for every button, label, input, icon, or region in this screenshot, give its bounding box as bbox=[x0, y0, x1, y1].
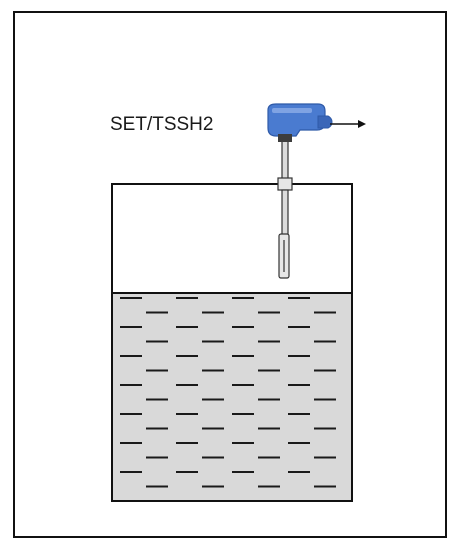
sensor-neck bbox=[278, 134, 292, 142]
liquid-surface-dashes bbox=[120, 297, 336, 488]
level-switch-head-icon bbox=[267, 103, 333, 142]
probe-stem bbox=[281, 139, 289, 181]
probe-fitting bbox=[277, 177, 293, 191]
sensor-probe bbox=[277, 139, 293, 279]
tank-outline bbox=[111, 183, 353, 502]
probe-rod bbox=[281, 189, 289, 237]
tank bbox=[111, 183, 353, 502]
arrow-right-icon bbox=[330, 120, 366, 128]
sensor-cable-gland bbox=[317, 115, 333, 129]
tank-air-space bbox=[112, 184, 352, 294]
sensor-head-highlight bbox=[272, 108, 312, 113]
tank-liquid bbox=[112, 293, 352, 501]
sensor-label: SET/TSSH2 bbox=[110, 114, 213, 135]
